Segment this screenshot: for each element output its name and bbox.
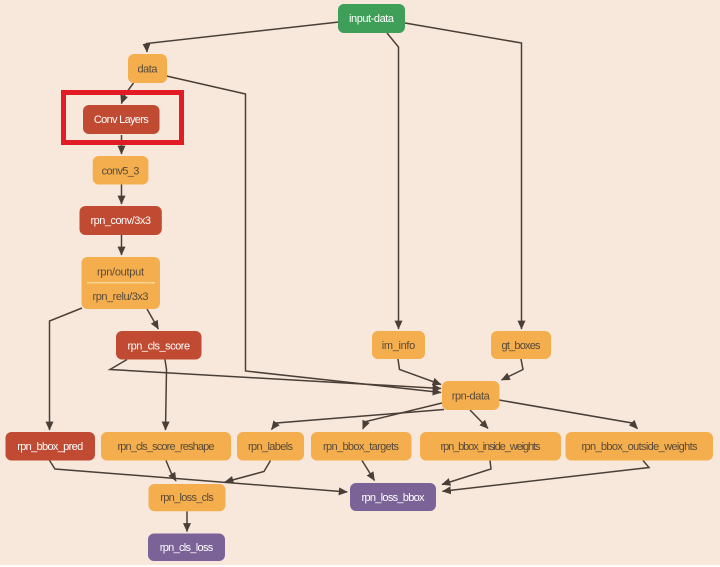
svg-text:rpn_loss_bbox: rpn_loss_bbox: [362, 492, 426, 504]
svg-text:data: data: [138, 63, 159, 75]
svg-text:Conv Layers: Conv Layers: [94, 114, 149, 126]
svg-text:rpn_bbox_outside_weights: rpn_bbox_outside_weights: [582, 441, 699, 453]
svg-text:rpn_bbox_targets: rpn_bbox_targets: [323, 441, 400, 453]
svg-text:gt_boxes: gt_boxes: [502, 340, 542, 352]
svg-text:rpn-data: rpn-data: [452, 391, 491, 403]
svg-text:rpn_bbox_inside_weights: rpn_bbox_inside_weights: [441, 441, 542, 453]
svg-text:rpn_bbox_pred: rpn_bbox_pred: [17, 441, 83, 453]
svg-text:rpn_cls_loss: rpn_cls_loss: [160, 542, 214, 554]
svg-text:rpn_relu/3x3: rpn_relu/3x3: [93, 291, 149, 303]
svg-text:rpn_labels: rpn_labels: [248, 441, 294, 453]
svg-text:rpn_conv/3x3: rpn_conv/3x3: [90, 215, 151, 227]
svg-text:conv5_3: conv5_3: [102, 165, 140, 177]
svg-text:im_info: im_info: [382, 340, 415, 352]
svg-text:rpn/output: rpn/output: [97, 266, 144, 278]
svg-text:input-data: input-data: [349, 13, 395, 25]
svg-text:rpn_cls_score: rpn_cls_score: [128, 341, 191, 353]
svg-text:rpn_cls_score_reshape: rpn_cls_score_reshape: [118, 441, 215, 453]
svg-text:rpn_loss_cls: rpn_loss_cls: [160, 492, 214, 504]
